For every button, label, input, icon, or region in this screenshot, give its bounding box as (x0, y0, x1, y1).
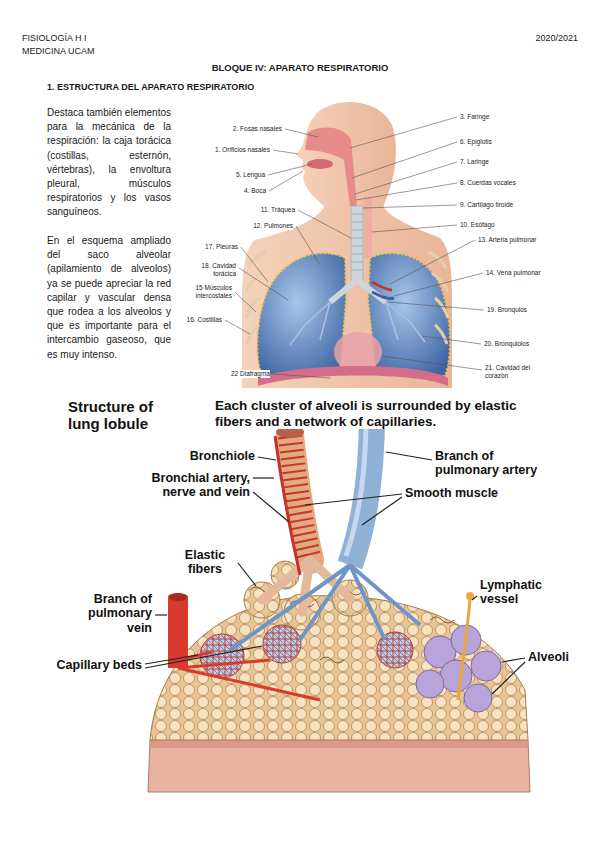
part-label: 8. Cuerdas vocales (460, 179, 540, 187)
part-label: 1. Orificios nasales (195, 146, 270, 154)
header-text: MEDICINA UCAM (22, 46, 152, 56)
part-label: 4. Boca (226, 187, 266, 195)
part-label: 12. Pulmones (238, 222, 293, 230)
leader-lines (225, 117, 484, 378)
body-figure (242, 102, 452, 388)
lymphatic-vessel (458, 598, 470, 700)
pulmonary-vein (372, 292, 394, 299)
structure-label: Elastic fibers (175, 548, 235, 577)
trachea-rings (351, 214, 363, 270)
body-paragraph: En el esquema ampliado del saco alveolar… (47, 234, 171, 362)
structure-label: Branch of pulmonary vein (67, 592, 152, 635)
bronchioles (290, 302, 425, 345)
part-label: 19. Bronquios (487, 306, 557, 314)
head (296, 102, 396, 207)
heart (334, 332, 382, 372)
structure-label: Bronchiole (165, 449, 255, 463)
esophagus (364, 196, 372, 258)
lung-left (257, 253, 346, 376)
page-title: BLOQUE IV: APARATO RESPIRATORIO (170, 62, 430, 73)
structure-label: Branch of pulmonary artery (435, 449, 560, 478)
part-label: 5. Lengua (215, 171, 265, 179)
body-paragraph: Destaca también elementos para la mecáni… (47, 106, 171, 220)
part-label: 21. Cavidad del corazón (485, 364, 535, 380)
ribs (246, 252, 448, 344)
part-label: 3. Faringe (460, 113, 530, 121)
header-year: 2020/2021 (480, 33, 578, 43)
slab-top (150, 740, 528, 748)
part-label: 13. Arteria pulmonar (478, 236, 563, 244)
structure-label: Smooth muscle (405, 486, 525, 500)
part-label: 22 Diafragma (215, 370, 270, 378)
structure-label: Capillary beds (42, 658, 142, 672)
capillary-bed (263, 625, 301, 663)
part-label: 11. Tráquea (245, 206, 295, 214)
structure-label: Alveoli (528, 650, 588, 664)
arterial-branches (230, 565, 420, 650)
torso (242, 205, 452, 388)
part-label: 9. Cartílago tiroide (460, 201, 545, 209)
tissue-slab (148, 740, 530, 792)
part-label: 7. Laringe (460, 158, 530, 166)
figure-title: Structure of lung lobule (68, 398, 188, 433)
diaphragm (258, 366, 448, 386)
bronchial-artery (275, 436, 300, 575)
structure-label: Bronchial artery, nerve and vein (125, 471, 250, 500)
alveolar-mound (150, 596, 528, 740)
header-text: FISIOLOGÍA H I (22, 33, 152, 43)
pulmonary-artery-shine (346, 418, 366, 556)
part-label: 2. Fosas nasales (212, 125, 282, 133)
structure-label: Lymphatic vessel (480, 578, 570, 607)
section-heading: 1. ESTRUCTURA DEL APARATO RESPIRATORIO (47, 82, 367, 92)
part-label: 14. Vena pulmonar (486, 269, 566, 277)
part-label: 18. Cavidad torácica (194, 262, 236, 278)
figure-subtitle: Each cluster of alveoli is surrounded by… (215, 398, 545, 429)
part-label: 15 Músculos intercostales (186, 284, 232, 300)
venous-branches (178, 652, 320, 700)
part-label: 17. Pleuras (193, 243, 238, 251)
part-label: 16. Costillas (172, 316, 222, 324)
part-label: 6. Epiglotis (460, 138, 530, 146)
nasal-pharynx (305, 128, 357, 206)
pulmonary-vein-opening (168, 593, 188, 601)
pulmonary-vessels (372, 282, 392, 290)
part-label: 10. Esófago (460, 221, 530, 229)
trachea (351, 206, 363, 282)
part-label: 20. Bronquiolos (484, 340, 554, 348)
